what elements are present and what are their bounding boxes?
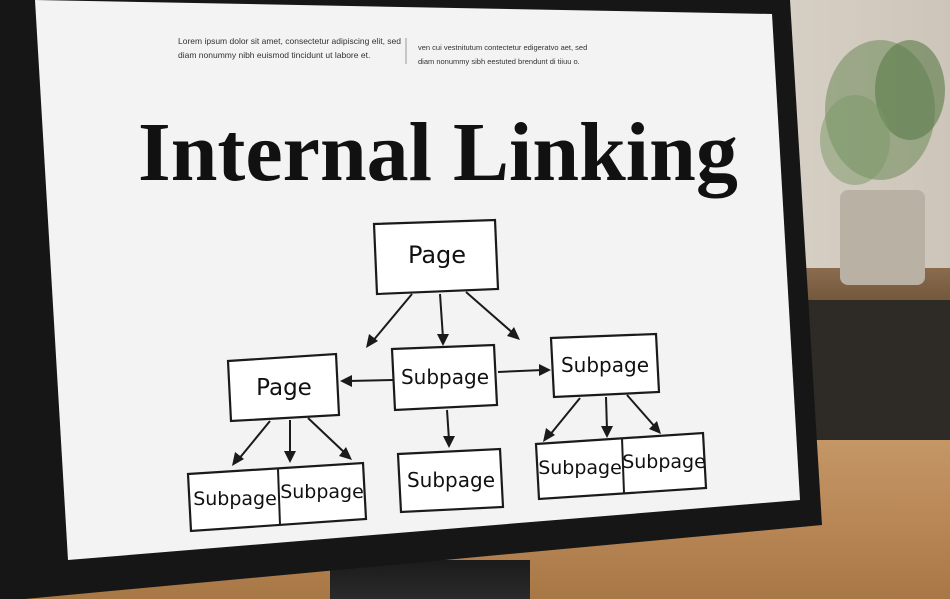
svg-text:Page: Page — [408, 241, 466, 269]
edge-center-down — [446, 409, 450, 441]
edge-left-child2 — [307, 417, 347, 455]
plant-icon — [820, 40, 945, 285]
svg-text:Subpage: Subpage — [407, 468, 495, 492]
svg-text:Subpage: Subpage — [280, 481, 364, 503]
svg-text:Subpage: Subpage — [622, 451, 706, 473]
node-root: Page — [372, 218, 500, 296]
edge-right-child1 — [548, 397, 581, 437]
edge-right-child-mid — [605, 396, 608, 431]
edge-center-right — [497, 369, 544, 373]
svg-text:Page: Page — [256, 375, 312, 401]
diagram-edges — [232, 291, 661, 466]
node-center-child: Subpage — [396, 447, 505, 514]
node-right-subpage: Subpage — [549, 332, 661, 399]
page-title: Internal Linking — [138, 106, 738, 199]
edge-center-left — [347, 379, 394, 382]
svg-text:Subpage: Subpage — [538, 457, 622, 479]
edge-root-center — [439, 293, 444, 339]
node-center-subpage: Subpage — [390, 343, 499, 412]
header-right-line1: ven cui vestnitutum contectetur edigerat… — [418, 43, 587, 52]
edge-left-child1 — [237, 420, 271, 461]
header-right-line2: diam nonummy sibh eestuted brendunt di t… — [418, 57, 580, 66]
node-right-children: Subpage Subpage — [534, 431, 708, 501]
edge-right-child2 — [626, 394, 657, 429]
svg-text:Subpage: Subpage — [561, 353, 649, 377]
edge-root-right — [465, 291, 515, 335]
header-left-line2: diam nonummy nibh euismod tincidunt ut l… — [178, 50, 370, 60]
svg-text:Subpage: Subpage — [193, 488, 277, 510]
node-left-children: Subpage Subpage — [186, 461, 368, 533]
edge-root-left — [371, 293, 413, 343]
cabinet — [800, 300, 950, 440]
node-left-page: Page — [226, 352, 341, 423]
svg-text:Subpage: Subpage — [401, 365, 489, 389]
header-left-line1: Lorem ipsum dolor sit amet, consectetur … — [178, 36, 401, 46]
